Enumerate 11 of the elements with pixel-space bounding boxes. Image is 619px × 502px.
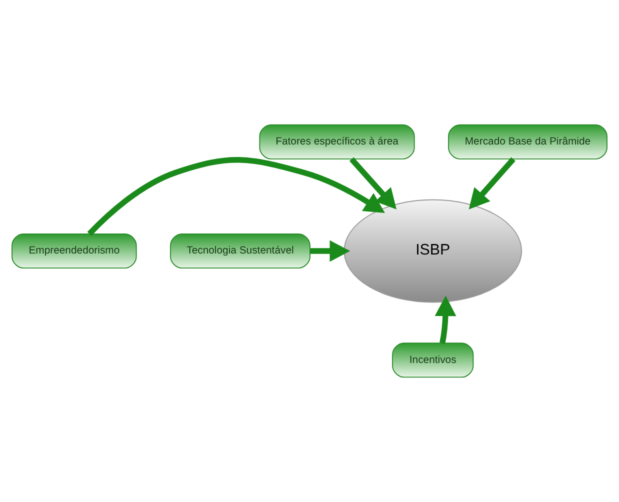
node-box: Tecnologia Sustentável [170,233,310,269]
node-box: Incentivos [392,342,474,378]
node-ellipse: ISBP [344,199,522,303]
arrow [87,157,385,236]
arrow [468,157,516,210]
arrow [349,157,397,210]
node-box: Fatores específicos à área [259,124,415,160]
node-box: Mercado Base da Pirâmide [448,124,608,160]
arrow [310,240,350,262]
node-box: Empreendedorismo [12,233,137,269]
arrow [434,296,456,344]
